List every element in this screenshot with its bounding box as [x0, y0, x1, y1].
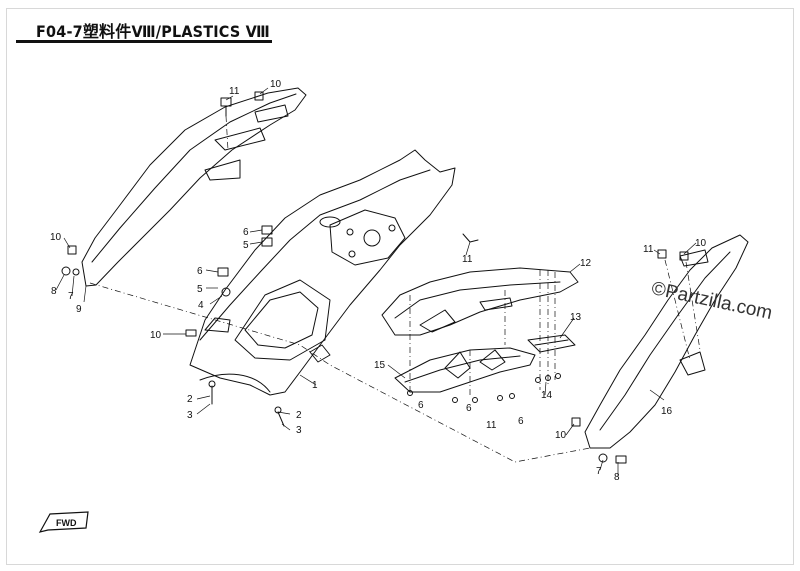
assembly-lines: [89, 115, 701, 463]
callout-11a: 11: [229, 86, 240, 97]
callout-6e: 6: [518, 416, 524, 427]
callout-1: 1: [312, 380, 318, 391]
part-9-left-side-cover: [81, 87, 307, 287]
callout-6d: 6: [466, 403, 472, 414]
callout-8b: 8: [614, 472, 620, 483]
part-15-lower-tray: [394, 347, 536, 393]
callout-10a: 10: [270, 79, 282, 90]
callout-13: 13: [570, 312, 582, 323]
callout-3a: 3: [187, 410, 193, 421]
callout-10e: 10: [555, 430, 567, 441]
callout-10b: 10: [50, 232, 62, 243]
callout-4: 4: [198, 300, 204, 311]
diagram-title: F04-7塑料件Ⅷ/PLASTICS Ⅷ: [36, 22, 270, 41]
callout-labels: 1 2 2 3 3 4 5 5 6 6 6 6 6 7 7 8 8 9 10 1…: [50, 79, 707, 483]
fwd-label: FWD: [56, 518, 77, 528]
callout-11c: 11: [486, 420, 497, 431]
callout-10c: 10: [150, 330, 162, 341]
callout-6a: 6: [243, 227, 249, 238]
fasteners: [61, 91, 689, 464]
callout-11b: 11: [462, 254, 473, 265]
callout-11d: 11: [643, 244, 654, 255]
part-12-upper-panel: [381, 267, 579, 336]
callout-10d: 10: [695, 238, 707, 249]
callout-14: 14: [541, 390, 553, 401]
callout-2a: 2: [187, 394, 193, 405]
callout-6b: 6: [197, 266, 203, 277]
part-13-bracket: [527, 334, 576, 353]
callout-16: 16: [661, 406, 673, 417]
title-box: F04-7塑料件Ⅷ/PLASTICS Ⅷ: [16, 14, 272, 42]
callout-5b: 5: [197, 284, 203, 295]
leader-lines: [55, 87, 697, 476]
drawing-frame: [6, 8, 794, 565]
callout-7a: 7: [68, 291, 74, 302]
callout-2b: 2: [296, 410, 302, 421]
title-underline: [16, 42, 272, 43]
fwd-arrow: FWD: [38, 511, 89, 533]
callout-9: 9: [76, 304, 82, 315]
callout-8a: 8: [51, 286, 57, 297]
callout-15: 15: [374, 360, 386, 371]
wire-harness: [199, 373, 271, 393]
callout-5a: 5: [243, 240, 249, 251]
callout-3b: 3: [296, 425, 302, 436]
callout-7b: 7: [596, 466, 602, 477]
callout-12: 12: [580, 258, 592, 269]
part-1-rear-body: [189, 149, 456, 396]
callout-6c: 6: [418, 400, 424, 411]
part-16-right-side-cover: [584, 234, 749, 449]
